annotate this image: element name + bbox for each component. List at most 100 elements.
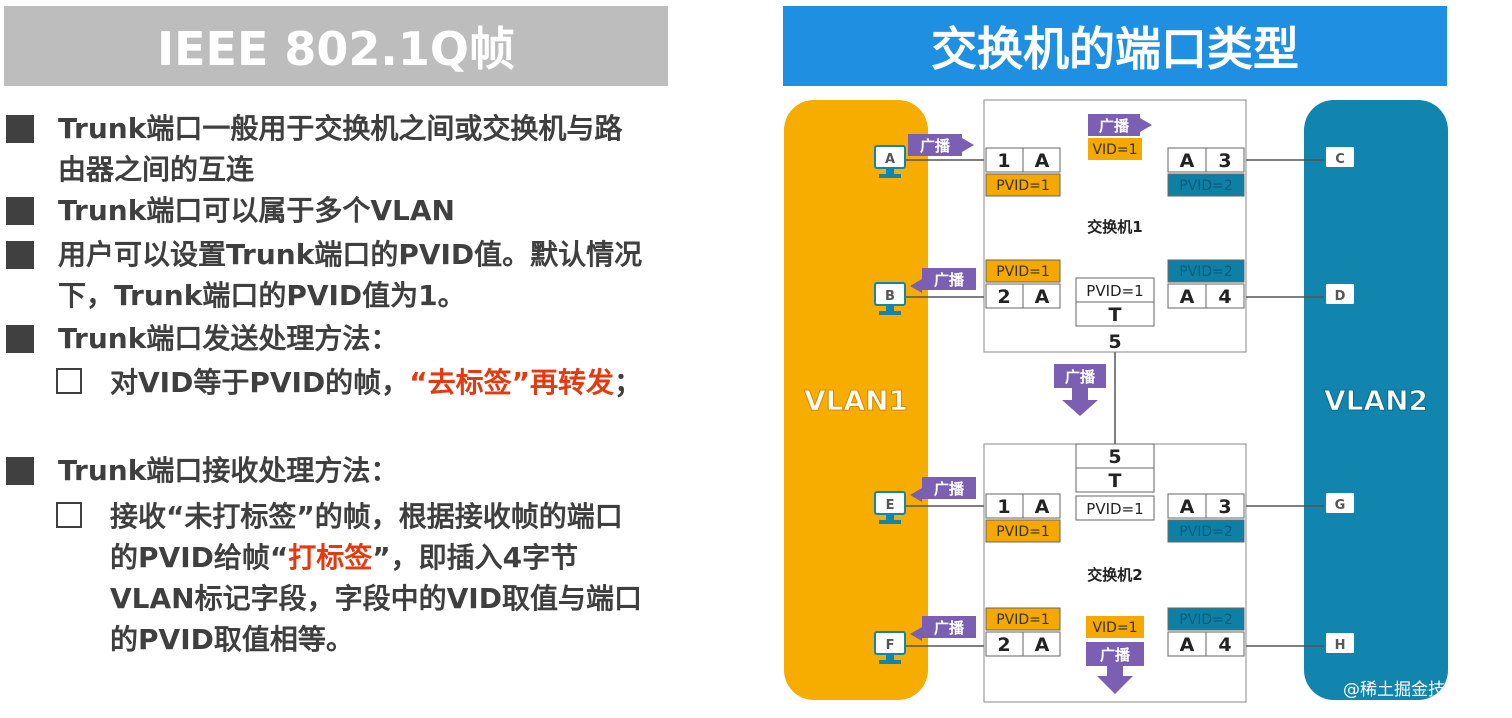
port-vlan: A <box>1035 286 1050 308</box>
tag-label: T <box>1109 470 1122 492</box>
broadcast-label: 广播 <box>920 137 951 155</box>
host-d: D <box>1324 282 1356 316</box>
switch2-port1: 1 A PVID=1 <box>985 493 1061 543</box>
broadcast-label: 广播 <box>1099 117 1130 135</box>
vlan2-region <box>1304 100 1448 700</box>
host-e: E <box>874 491 906 525</box>
sub-send-method: 对VID等于PVID的帧，“去标签”再转发； <box>0 362 690 403</box>
tag-label: T <box>1109 304 1122 326</box>
sub-text: ”，即插入4字节 <box>372 541 579 574</box>
port-vlan: A <box>1035 634 1050 656</box>
broadcast-arrow-a: 广播 <box>908 134 974 156</box>
sub-text: ； <box>614 366 643 399</box>
broadcast-arrow-e: 广播 <box>910 477 976 502</box>
broadcast-label: 广播 <box>1100 646 1131 664</box>
bullet-trunk-usage: Trunk端口一般用于交换机之间或交换机与路 由器之间的互连 <box>0 108 690 190</box>
host-label: B <box>885 289 895 304</box>
switch1-trunk-port5: PVID=1 T 5 <box>1075 277 1155 353</box>
broadcast-arrow-switch1-top: 广播 VID=1 <box>1088 114 1152 160</box>
host-label: A <box>885 152 895 167</box>
broadcast-label: 广播 <box>934 271 965 289</box>
sub-text: VLAN标记字段，字段中的VID取值与端口 <box>110 582 642 615</box>
switch1-name: 交换机1 <box>1087 218 1142 236</box>
host-label: D <box>1335 289 1346 304</box>
switch1-port1: 1 A PVID=1 <box>985 147 1061 197</box>
bullet-text: Trunk端口一般用于交换机之间或交换机与路 <box>58 112 623 145</box>
bullet-square-icon <box>6 197 34 225</box>
pvid-label: PVID=2 <box>1179 524 1233 540</box>
checkbox-square-icon <box>56 368 82 394</box>
host-a: A <box>874 145 906 179</box>
bullet-trunk-pvid: 用户可以设置Trunk端口的PVID值。默认情况 下，Trunk端口的PVID值… <box>0 234 690 316</box>
host-g: G <box>1324 491 1356 525</box>
vid-label: VID=1 <box>1092 142 1137 158</box>
pvid-label: PVID=1 <box>996 178 1050 194</box>
pvid-label: PVID=1 <box>996 612 1050 628</box>
host-b: B <box>874 282 906 316</box>
port-vlan: A <box>1180 286 1195 308</box>
bullet-square-icon <box>6 457 34 485</box>
switch2-trunk-port5: 5 T PVID=1 <box>1075 443 1155 521</box>
bullet-text: 用户可以设置Trunk端口的PVID值。默认情况 <box>58 238 643 271</box>
highlight-text: “去标签”再转发 <box>409 366 614 399</box>
broadcast-label: 广播 <box>1065 368 1096 386</box>
pvid-label: PVID=1 <box>1086 500 1143 518</box>
switch2-port4: PVID=2 A 4 <box>1167 607 1245 657</box>
sub-text: 对VID等于PVID的帧， <box>110 366 410 399</box>
port-number: 3 <box>1218 496 1231 518</box>
bullet-square-icon <box>6 115 34 143</box>
port-number: 2 <box>997 634 1010 656</box>
switch2-port3: A 3 PVID=2 <box>1167 493 1245 543</box>
left-slide-title: IEEE 802.1Q帧 <box>4 6 668 86</box>
sub-text: 的PVID取值相等。 <box>110 623 354 656</box>
host-c: C <box>1324 145 1356 179</box>
port-number: 1 <box>997 496 1010 518</box>
host-label: H <box>1335 638 1346 653</box>
broadcast-arrow-switch2-bottom: VID=1 广播 <box>1086 616 1144 694</box>
broadcast-arrow-trunk: 广播 <box>1054 364 1106 416</box>
port-vlan: A <box>1180 634 1195 656</box>
port-number: 4 <box>1218 634 1231 656</box>
port-number: 3 <box>1218 150 1231 172</box>
host-h: H <box>1324 631 1356 665</box>
bullet-text: Trunk端口发送处理方法： <box>58 322 399 355</box>
port-vlan: A <box>1180 496 1195 518</box>
port-vlan: A <box>1035 496 1050 518</box>
checkbox-square-icon <box>56 502 82 528</box>
vlan1-region <box>784 100 928 700</box>
bullet-trunk-multi-vlan: Trunk端口可以属于多个VLAN <box>0 190 690 231</box>
right-slide-title: 交换机的端口类型 <box>783 6 1447 86</box>
watermark: @稀土掘金技术社区 <box>1343 680 1496 700</box>
bullet-square-icon <box>6 325 34 353</box>
broadcast-label: 广播 <box>934 619 965 637</box>
bullet-square-icon <box>6 241 34 269</box>
port-number: 5 <box>1108 446 1121 468</box>
highlight-text: 打标签 <box>288 541 373 574</box>
vlan1-label: VLAN1 <box>804 384 908 417</box>
broadcast-arrow-b: 广播 <box>910 268 976 293</box>
pvid-label: PVID=1 <box>996 524 1050 540</box>
bullet-text: Trunk端口可以属于多个VLAN <box>58 194 455 227</box>
sub-text: 的PVID给帧“ <box>110 541 289 574</box>
link-lines <box>906 159 1326 647</box>
switch2-port2: PVID=1 2 A <box>985 607 1061 657</box>
pvid-label: PVID=1 <box>996 264 1050 280</box>
port-vlan: A <box>1180 150 1195 172</box>
bullet-text: 由器之间的互连 <box>58 153 255 186</box>
host-label: C <box>1335 152 1345 167</box>
bullet-trunk-receive: Trunk端口接收处理方法： <box>0 450 690 491</box>
sub-receive-method: 接收“未打标签”的帧，根据接收帧的端口 的PVID给帧“打标签”，即插入4字节 … <box>0 496 690 660</box>
port-number: 1 <box>997 150 1010 172</box>
host-f: F <box>874 631 906 665</box>
port-number: 5 <box>1108 331 1121 353</box>
pvid-label: PVID=2 <box>1179 612 1233 628</box>
bullet-text: Trunk端口接收处理方法： <box>58 454 399 487</box>
switch1-port4: PVID=2 A 4 <box>1167 259 1245 309</box>
pvid-label: PVID=2 <box>1179 178 1233 194</box>
switch1-port3: A 3 PVID=2 <box>1167 147 1245 197</box>
switch2-name: 交换机2 <box>1087 566 1142 584</box>
switch-port-diagram: VLAN1 VLAN2 交换机1 交换机2 1 A PVID=1 PVID=1 … <box>784 99 1448 703</box>
pvid-label: PVID=2 <box>1179 264 1233 280</box>
port-number: 2 <box>997 286 1010 308</box>
port-number: 4 <box>1218 286 1231 308</box>
